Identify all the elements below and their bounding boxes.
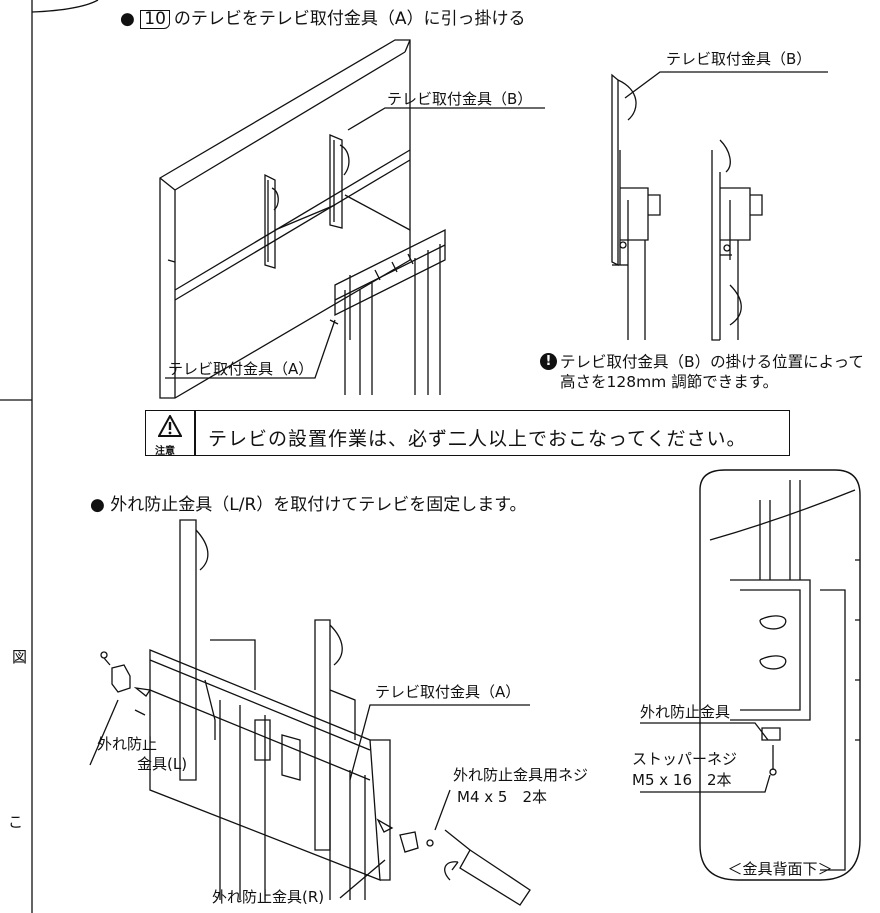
warning-divider (194, 411, 196, 455)
stopper-r-part (376, 818, 434, 853)
label-inset-screw-1: ストッパーネジ (632, 750, 738, 768)
inset-caption: ＜金具背面下＞ (727, 860, 833, 878)
label-inset-stopper: 外れ防止金具 (640, 703, 731, 721)
step-number-box: 10 (140, 10, 170, 29)
leader-inset-screw (640, 774, 771, 793)
leader-inset-stopper (640, 722, 769, 741)
label-stopper-l-2: 金具(L) (137, 755, 188, 773)
tv-brackets-b-top (264, 134, 350, 269)
tv-illustration (159, 39, 411, 399)
bracket-assembly-bottom (134, 519, 391, 900)
side-view-2 (711, 139, 763, 341)
label-stopper-l-1: 外れ防止 (97, 735, 158, 753)
stand-top (274, 194, 446, 395)
leader-a-main (165, 319, 336, 379)
label-inset-screw-2: M5 x 16 2本 (632, 771, 732, 789)
warning-message: テレビの設置作業は、必ず二人以上でおこなってください。 (208, 428, 747, 450)
side-view-1 (611, 73, 661, 340)
step-text: のテレビをテレビ取付金具（A）に引っ掛ける (173, 9, 526, 29)
bullet: ● (90, 495, 105, 515)
warning-triangle-icon (158, 415, 182, 437)
inset-detail (709, 480, 860, 871)
leader-screw (434, 789, 451, 831)
note-line-1: テレビ取付金具（B）の掛ける位置によって (560, 353, 864, 371)
margin-fragment-2: こ (8, 813, 24, 831)
leader-b-side (624, 71, 828, 99)
exclamation-icon: ! (540, 353, 557, 370)
note-line-2: 高さを128mm 調節できます。 (560, 373, 779, 391)
step-heading-fix-tv: ● 外れ防止金具（L/R）を取付けてテレビを固定します。 (90, 497, 527, 514)
label-bracket-a-main: テレビ取付金具（A） (168, 360, 314, 378)
label-screw-1: 外れ防止金具用ネジ (453, 766, 589, 784)
stopper-l-part (100, 651, 152, 697)
warning-label: 注意 (155, 446, 175, 457)
step-text: 外れ防止金具（L/R）を取付けてテレビを固定します。 (110, 495, 527, 515)
leader-a-bottom (349, 704, 530, 781)
screwdriver-illustration (444, 829, 531, 906)
margin-fragment-1: 図 (12, 648, 28, 666)
label-bracket-b-side: テレビ取付金具（B） (666, 50, 812, 68)
label-bracket-b-main: テレビ取付金具（B） (387, 90, 533, 108)
leader-stopper-l (89, 699, 119, 766)
inset-frame (699, 469, 861, 881)
leader-stopper-r (339, 859, 386, 899)
label-bracket-a-bottom: テレビ取付金具（A） (375, 683, 521, 701)
bullet: ● (120, 9, 135, 29)
warning-box: 注意 テレビの設置作業は、必ず二人以上でおこなってください。 (145, 410, 790, 457)
leader-b-main (347, 107, 545, 131)
label-screw-2: M4 x 5 2本 (457, 788, 547, 806)
label-stopper-r: 外れ防止金具(R) (212, 888, 325, 906)
